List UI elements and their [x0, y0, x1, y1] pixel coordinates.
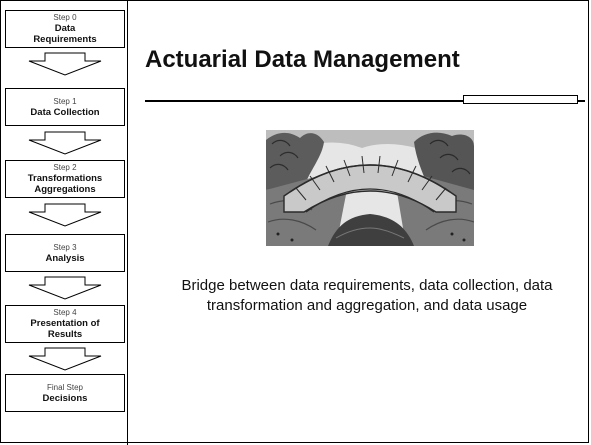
step-1-box: Step 1 Data Collection	[5, 88, 125, 126]
step-4-box: Step 4 Presentation of Results	[5, 305, 125, 343]
down-arrow-icon	[28, 52, 102, 76]
slide-caption: Bridge between data requirements, data c…	[181, 277, 553, 314]
title-underline-bar	[463, 95, 578, 104]
step-0-box: Step 0 Data Requirements	[5, 10, 125, 48]
step-label: Presentation of	[30, 318, 100, 329]
step-3-box: Step 3 Analysis	[5, 234, 125, 272]
step-label: Decisions	[42, 392, 88, 404]
step-label: Requirements	[33, 34, 97, 45]
step-label: Transformations	[27, 173, 103, 184]
down-arrow-icon	[28, 347, 102, 371]
step-label: Aggregations	[34, 184, 96, 195]
step-label: Analysis	[45, 252, 85, 264]
step-2-box: Step 2 Transformations Aggregations	[5, 160, 125, 198]
stone-bridge-icon	[266, 130, 474, 246]
sidebar-divider	[127, 0, 128, 445]
slide-title: Actuarial Data Management	[145, 46, 460, 73]
step-label: Results	[47, 329, 83, 340]
step-number: Step 1	[53, 96, 77, 106]
step-number: Step 3	[53, 242, 77, 252]
step-label: Data	[54, 23, 76, 34]
step-number: Step 0	[53, 13, 77, 22]
step-number: Final Step	[46, 382, 84, 392]
down-arrow-icon	[28, 203, 102, 227]
step-number: Step 2	[53, 163, 77, 172]
title-underline	[145, 100, 585, 102]
down-arrow-icon	[28, 276, 102, 300]
step-number: Step 4	[53, 308, 77, 317]
step-label: Data Collection	[30, 106, 100, 118]
final-step-box: Final Step Decisions	[5, 374, 125, 412]
down-arrow-icon	[28, 131, 102, 155]
